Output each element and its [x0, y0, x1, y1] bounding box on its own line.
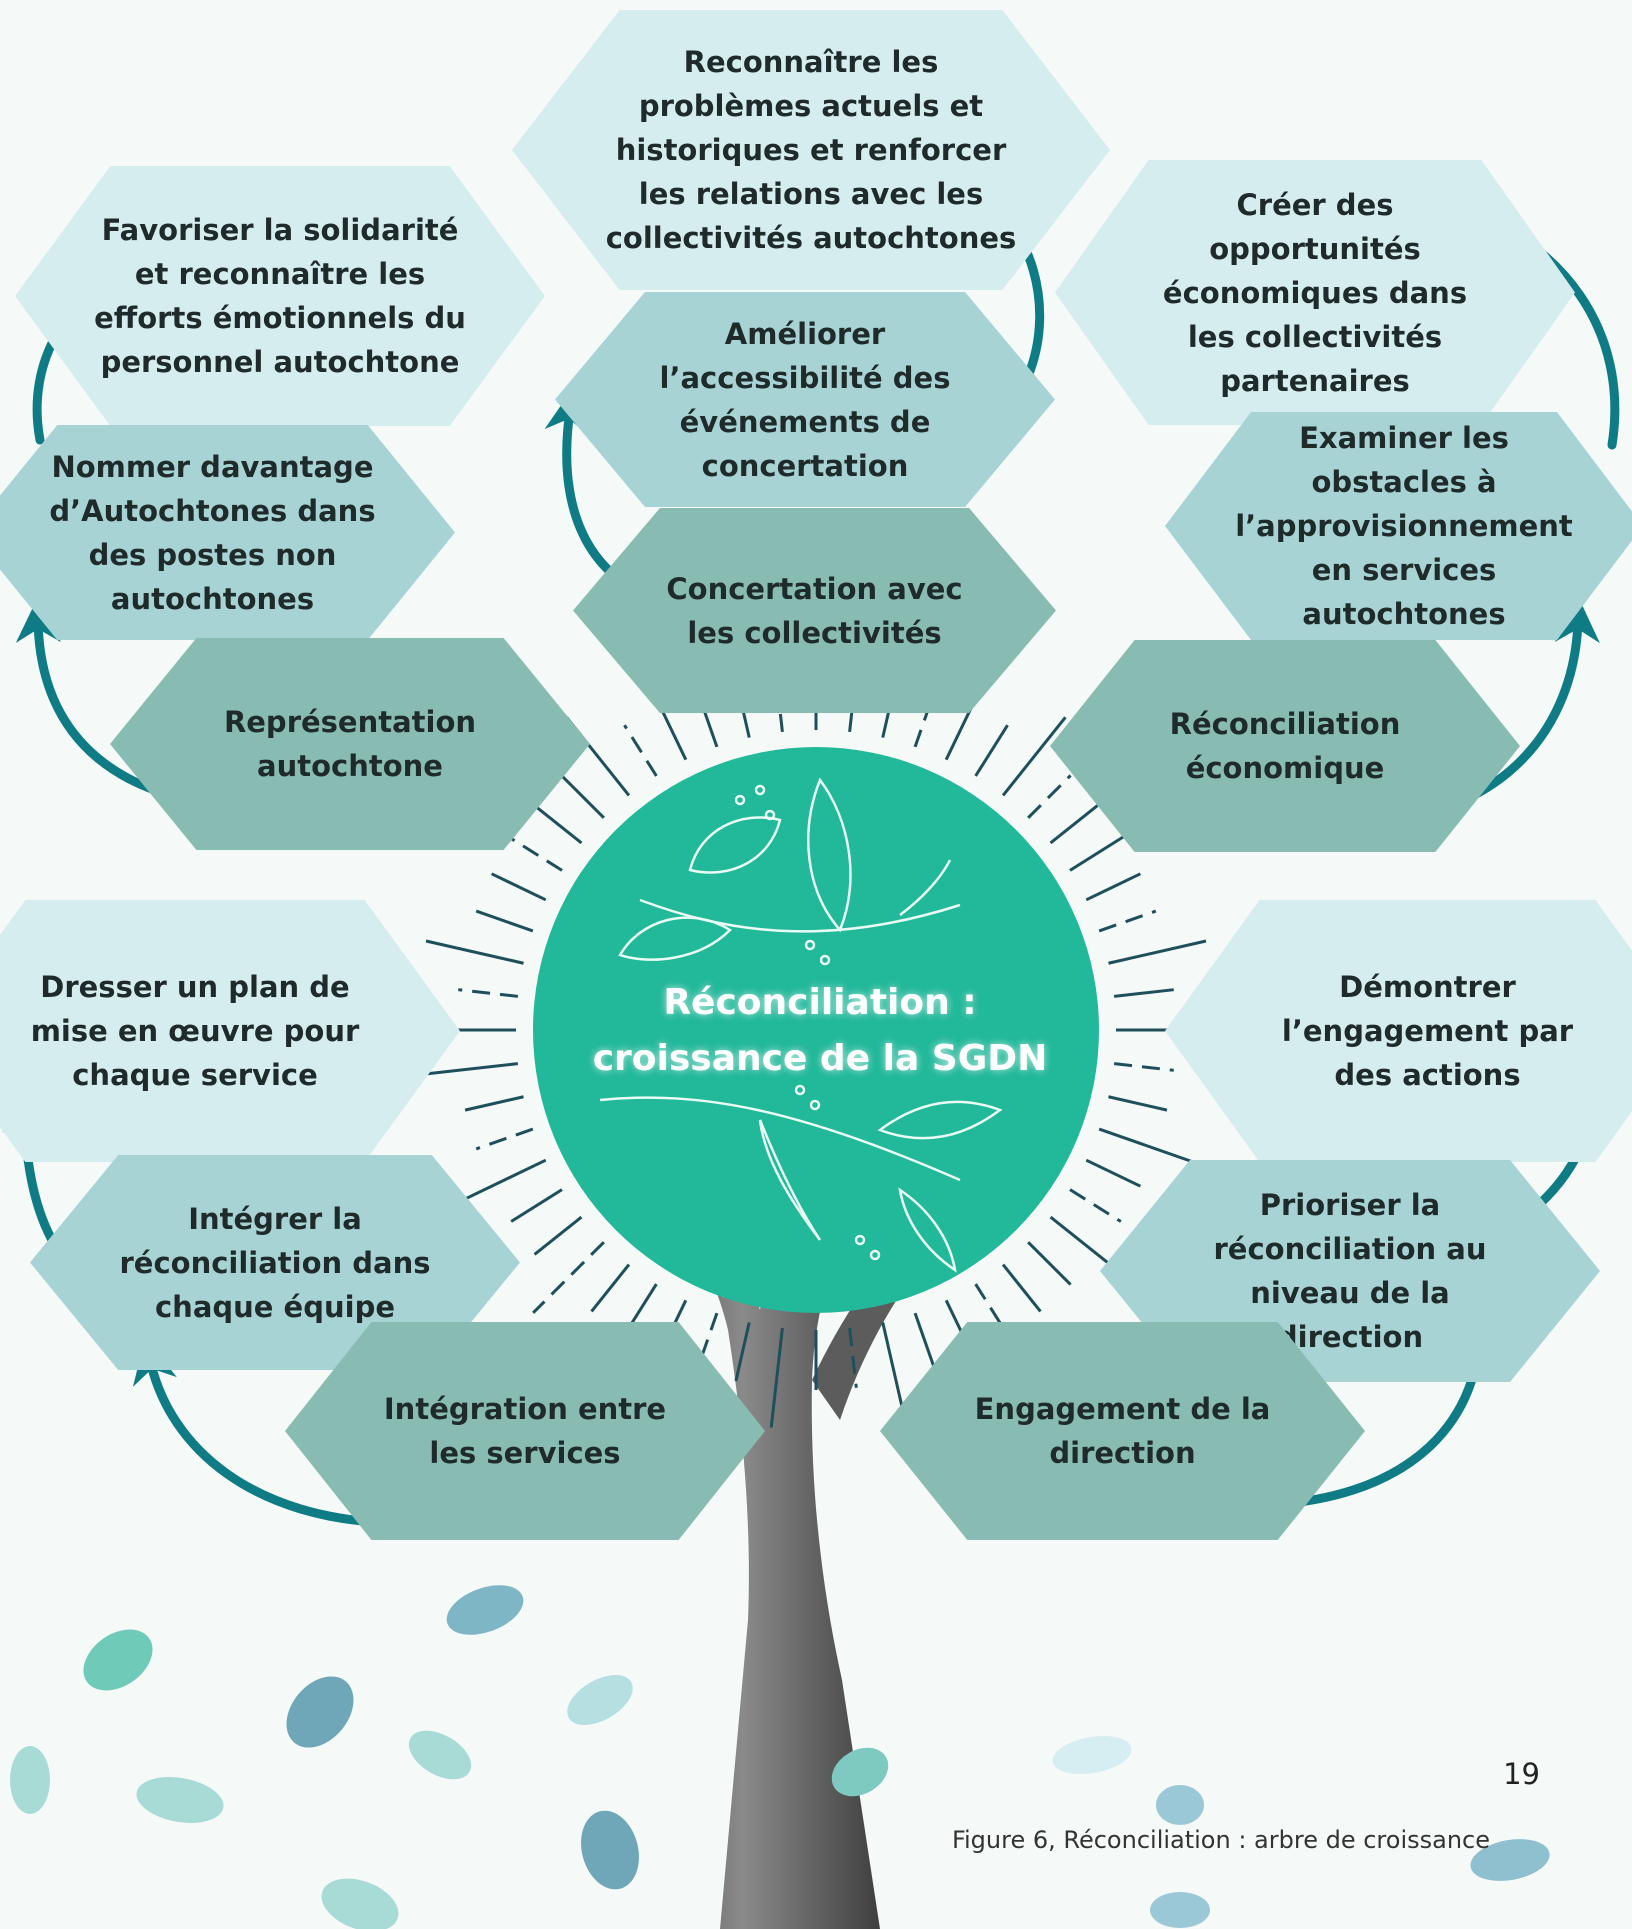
- sun-ray: [454, 1158, 547, 1205]
- center-circle: [533, 747, 1099, 1313]
- sun-ray: [623, 724, 658, 777]
- hex-label: Reconnaître les problèmes actuels et his…: [605, 45, 1017, 255]
- sun-ray: [881, 1322, 907, 1421]
- sun-ray: [734, 1322, 751, 1382]
- sun-ray: [464, 1095, 524, 1112]
- sun-ray: [1069, 1188, 1122, 1223]
- sun-ray: [425, 939, 524, 965]
- sun-ray: [510, 1188, 563, 1223]
- center-title-line2: croissance de la SGDN: [592, 1038, 1048, 1079]
- leaf-branch-icon: [599, 777, 1003, 1273]
- hex-leadership-goal: Démontrer l’engagement par des actions: [1165, 900, 1632, 1162]
- hex-label: Dresser un plan de mise en œuvre pour ch…: [30, 970, 360, 1092]
- sun-ray: [1027, 1241, 1072, 1286]
- sun-ray: [1085, 1158, 1141, 1188]
- hex-concertation-step: Améliorer l’accessibilité des événements…: [555, 292, 1055, 507]
- sun-ray: [458, 988, 519, 998]
- sun-ray: [1001, 1263, 1042, 1313]
- hex-representation-step: Nommer davantage d’Autochtones dans des …: [0, 425, 455, 640]
- sun-ray: [491, 872, 547, 902]
- falling-leaves: [10, 1585, 1550, 1929]
- sun-ray: [475, 1127, 534, 1151]
- hex-label: Améliorer l’accessibilité des événements…: [659, 316, 951, 483]
- hex-economic-base: Réconciliation économique: [1050, 640, 1520, 852]
- hex-economic-step: Examiner les obstacles à l’approvisionne…: [1165, 412, 1632, 640]
- hex-label: Créer des opportunités économiques dans …: [1162, 187, 1468, 398]
- sun-ray: [475, 909, 534, 933]
- hex-leadership-base: Engagement de la direction: [880, 1322, 1365, 1540]
- sun-ray: [1098, 1127, 1195, 1164]
- hex-label: Examiner les obstacles à l’approvisionne…: [1235, 421, 1573, 631]
- sun-ray: [476, 815, 563, 872]
- hex-label: Intégration entre les services: [383, 1392, 667, 1470]
- sun-ray: [913, 651, 950, 748]
- hex-label: Réconciliation économique: [1169, 707, 1401, 785]
- hex-label: Intégrer la réconciliation dans chaque é…: [119, 1201, 431, 1324]
- hex-label: Favoriser la solidarité et reconnaître l…: [94, 213, 466, 379]
- hex-label: Nommer davantage d’Autochtones dans des …: [49, 449, 376, 616]
- sun-ray: [418, 1062, 519, 1077]
- hex-label: Concertation avec les collectivités: [666, 571, 963, 650]
- hex-integration-base: Intégration entre les services: [285, 1322, 765, 1540]
- sun-ray: [769, 1327, 784, 1428]
- hex-label: Démontrer l’engagement par des actions: [1281, 970, 1574, 1092]
- hex-representation-base: Représentation autochtone: [110, 638, 590, 850]
- sun-ray: [1027, 774, 1072, 819]
- hex-label: Prioriser la réconciliation au niveau de…: [1213, 1188, 1487, 1354]
- sun-ray: [1113, 1062, 1174, 1072]
- sun-ray: [1001, 716, 1067, 797]
- page-number: 19: [1503, 1757, 1540, 1791]
- sun-ray: [1085, 872, 1141, 902]
- sun-ray: [590, 1263, 631, 1313]
- sun-ray: [1108, 1095, 1168, 1112]
- sun-ray: [658, 705, 688, 761]
- sun-ray: [695, 1312, 719, 1371]
- sun-ray: [533, 804, 583, 845]
- hex-label: Engagement de la direction: [974, 1392, 1271, 1470]
- hex-economic-goal: Créer des opportunités économiques dans …: [1055, 160, 1575, 425]
- sun-ray: [560, 774, 605, 819]
- center-title-line1: Réconciliation :: [663, 982, 977, 1023]
- sun-ray: [532, 1241, 605, 1314]
- hex-concertation-goal: Reconnaître les problèmes actuels et his…: [512, 10, 1110, 290]
- figure-caption: Figure 6, Réconciliation : arbre de croi…: [951, 1826, 1490, 1854]
- sun-ray: [1108, 939, 1207, 965]
- sun-ray: [848, 1327, 858, 1388]
- sun-ray: [974, 724, 1009, 777]
- sun-ray: [913, 1312, 937, 1371]
- hex-label: Représentation autochtone: [223, 705, 477, 783]
- sun-ray: [974, 1283, 1031, 1370]
- sun-ray: [1049, 804, 1099, 845]
- sun-ray: [533, 1215, 583, 1256]
- hex-representation-goal: Favoriser la solidarité et reconnaître l…: [15, 166, 545, 426]
- hex-integration-goal: Dresser un plan de mise en œuvre pour ch…: [0, 900, 460, 1162]
- sun-ray: [944, 705, 974, 761]
- arrow-integration-1: [132, 1338, 400, 1528]
- center-title: Réconciliation : croissance de la SGDN: [550, 975, 1090, 1087]
- sun-ray: [1098, 909, 1157, 933]
- sun-ray: [1113, 988, 1174, 998]
- hex-concertation-base: Concertation avec les collectivités: [573, 508, 1056, 713]
